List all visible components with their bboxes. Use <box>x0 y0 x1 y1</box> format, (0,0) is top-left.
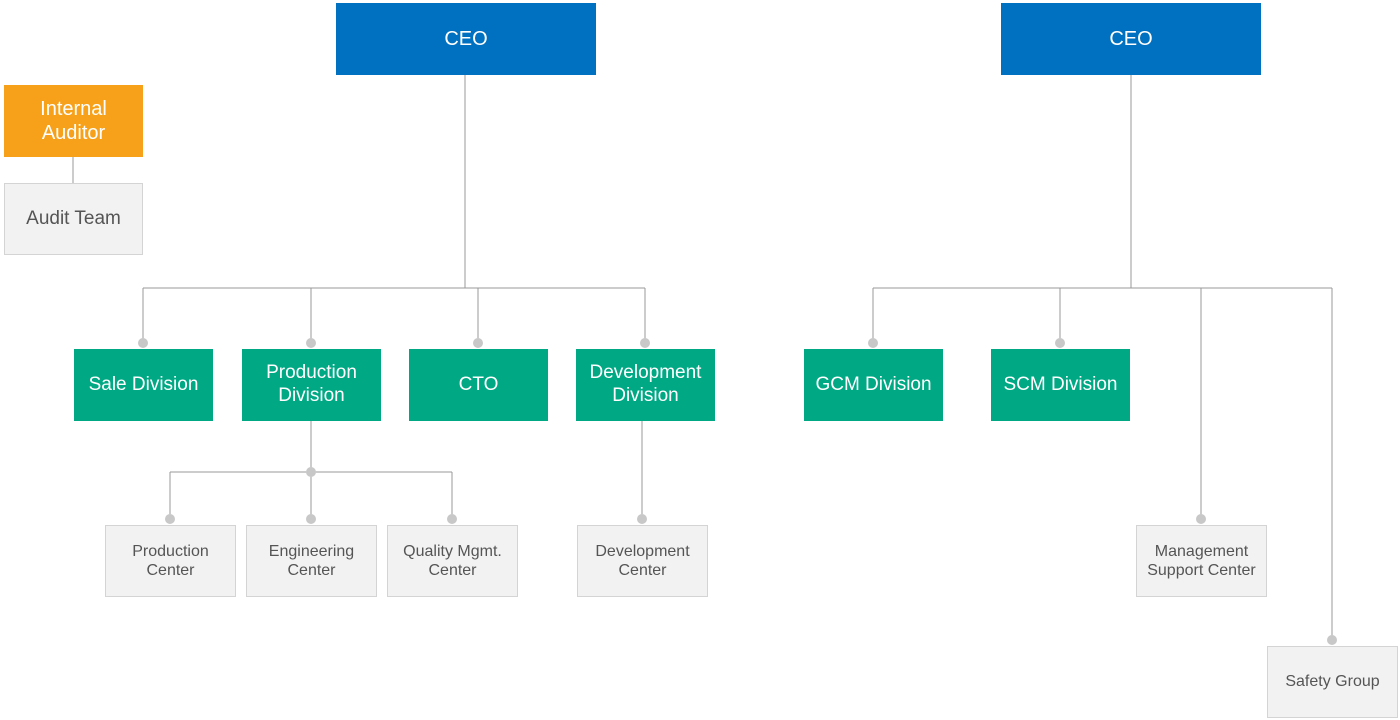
sale-division-box: Sale Division <box>74 349 213 421</box>
development-center-label: Development Center <box>595 542 690 579</box>
internal-auditor-label: Internal Auditor <box>40 98 107 144</box>
left-ceo-label: CEO <box>444 28 488 50</box>
development-division-label: Development Division <box>589 362 702 406</box>
development-division-box: Development Division <box>576 349 715 421</box>
production-center-label: Production Center <box>132 542 209 579</box>
development-center-box: Development Center <box>577 525 708 597</box>
connector-dot <box>306 467 316 477</box>
quality-mgmt-center-box: Quality Mgmt. Center <box>387 525 518 597</box>
right-ceo-label: CEO <box>1109 28 1153 50</box>
production-division-box: Production Division <box>242 349 381 421</box>
connector-dot <box>306 514 316 524</box>
internal-auditor-box: Internal Auditor <box>4 85 143 157</box>
left-ceo-box: CEO <box>336 3 596 75</box>
production-center-box: Production Center <box>105 525 236 597</box>
management-support-center-box: Management Support Center <box>1136 525 1267 597</box>
management-support-center-label: Management Support Center <box>1147 542 1256 579</box>
cto-box: CTO <box>409 349 548 421</box>
connector-dot <box>165 514 175 524</box>
right-ceo-box: CEO <box>1001 3 1261 75</box>
connector-dot <box>138 338 148 348</box>
connector-dot <box>1196 514 1206 524</box>
engineering-center-box: Engineering Center <box>246 525 377 597</box>
connector-dot <box>306 338 316 348</box>
connector-dot <box>640 338 650 348</box>
connector-dot <box>1327 635 1337 645</box>
sale-division-label: Sale Division <box>88 373 199 395</box>
connector-dot <box>447 514 457 524</box>
scm-division-box: SCM Division <box>991 349 1130 421</box>
safety-group-label: Safety Group <box>1285 673 1380 691</box>
audit-team-label: Audit Team <box>26 207 121 229</box>
connector-dot <box>868 338 878 348</box>
quality-mgmt-center-label: Quality Mgmt. Center <box>403 542 502 579</box>
production-division-label: Production Division <box>266 362 357 406</box>
engineering-center-label: Engineering Center <box>268 542 355 579</box>
cto-label: CTO <box>458 373 499 395</box>
audit-team-box: Audit Team <box>4 183 143 255</box>
safety-group-box: Safety Group <box>1267 646 1398 718</box>
connector-dot <box>473 338 483 348</box>
connector-dot <box>637 514 647 524</box>
connector-dot <box>1055 338 1065 348</box>
scm-division-label: SCM Division <box>1003 373 1118 395</box>
gcm-division-label: GCM Division <box>815 373 932 395</box>
gcm-division-box: GCM Division <box>804 349 943 421</box>
